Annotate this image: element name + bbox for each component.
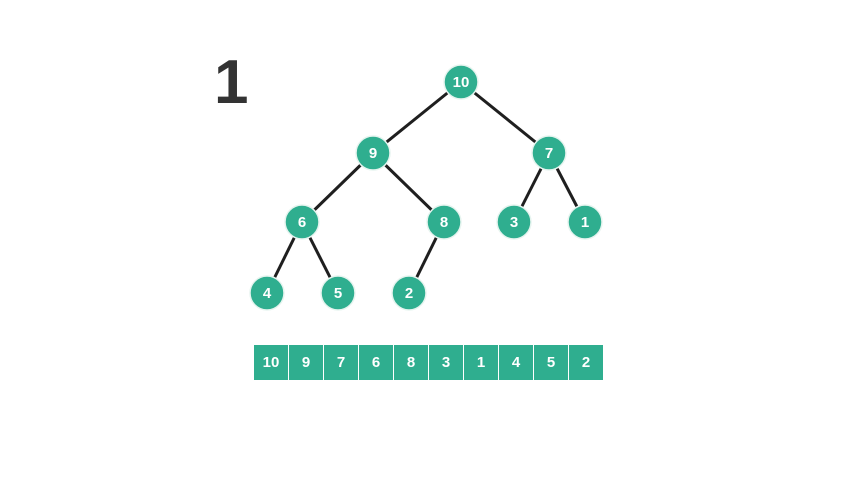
array-cell: 7: [324, 345, 358, 380]
tree-node-label: 3: [510, 214, 518, 231]
tree-node-label: 1: [581, 214, 589, 231]
tree-node-label: 6: [298, 214, 306, 231]
tree-node-label: 4: [263, 285, 272, 302]
array-cell: 10: [254, 345, 288, 380]
tree-node-label: 10: [453, 74, 470, 91]
tree-node: 4: [249, 275, 285, 311]
tree-node: 1: [567, 204, 603, 240]
tree-node: 7: [531, 135, 567, 171]
tree-node-label: 5: [334, 285, 342, 302]
array-cell: 2: [569, 345, 603, 380]
tree-node: 9: [355, 135, 391, 171]
tree-node-circle: [496, 204, 532, 240]
tree-node-label: 8: [440, 214, 448, 231]
array-cell: 1: [464, 345, 498, 380]
array-cell: 8: [394, 345, 428, 380]
array-cell: 9: [289, 345, 323, 380]
tree-node-circle: [320, 275, 356, 311]
tree-node-label: 2: [405, 285, 413, 302]
tree-edges: [265, 80, 587, 294]
tree-node-label: 9: [369, 145, 377, 162]
tree-edge: [460, 80, 550, 155]
tree-node: 5: [320, 275, 356, 311]
tree-node: 2: [391, 275, 427, 311]
tree-node-circle: [355, 135, 391, 171]
tree-node: 3: [496, 204, 532, 240]
tree-nodes: 10 9 7 6 8 3 1 4 5 2: [249, 64, 603, 311]
tree-node-circle: [531, 135, 567, 171]
array-cell: 3: [429, 345, 463, 380]
step-number: 1: [214, 48, 249, 117]
tree-node-circle: [284, 204, 320, 240]
tree-node-circle: [391, 275, 427, 311]
array-cell: 6: [359, 345, 393, 380]
tree-node-circle: [249, 275, 285, 311]
tree-node: 6: [284, 204, 320, 240]
tree-node: 8: [426, 204, 462, 240]
tree-node-label: 7: [545, 145, 553, 162]
tree-node: 10: [443, 64, 479, 100]
tree-edge: [372, 80, 462, 155]
tree-node-circle: [567, 204, 603, 240]
tree-node-circle: [443, 64, 479, 100]
tree-node-circle: [426, 204, 462, 240]
array-cell: 4: [499, 345, 533, 380]
array-cell: 5: [534, 345, 568, 380]
